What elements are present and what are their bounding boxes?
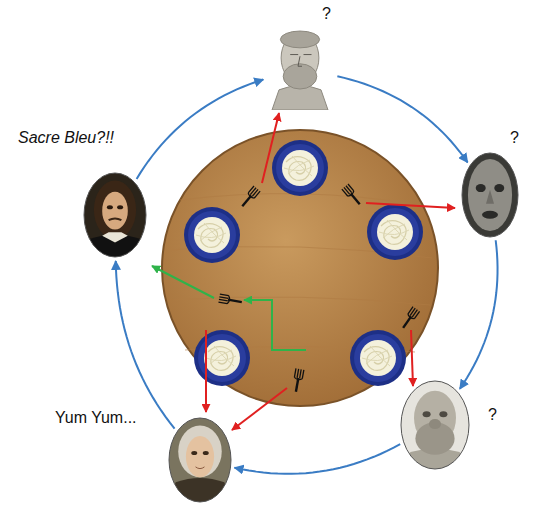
portrait-part [168,478,232,503]
spaghetti-plate [367,204,423,260]
fork-arrow [366,203,455,208]
portrait-part [196,467,205,469]
portrait-part [191,451,197,455]
portrait-part [290,55,311,67]
portrait-frame [462,153,518,237]
fork-arrow [152,266,214,298]
portrait-part [468,159,512,231]
fork-arrow [152,113,455,430]
portrait-part [109,218,122,220]
portrait-part [280,31,319,48]
portrait-part [439,411,447,417]
speech-text: Yum Yum... [55,408,137,427]
turn-arrow [337,76,467,162]
portrait-part [486,190,494,204]
philosopher-portrait: ? [461,152,519,238]
portrait-frame [401,381,469,469]
portrait-part [178,426,222,478]
portrait-part [423,411,431,417]
philosopher-portrait: ? [400,380,470,470]
portrait-oval [401,381,469,469]
portrait-part [107,205,113,209]
portrait-part [429,419,441,429]
turn-arrow [234,444,400,474]
spaghetti-plate [272,140,328,196]
philosopher-portrait: ? [265,26,335,110]
portrait-figure [168,426,232,503]
fork-arrow [262,113,279,183]
turn-arrow [137,80,264,179]
fork-arrow [244,300,306,350]
portrait-image [400,380,470,470]
philosopher-portrait: Sacre Bleu?!! [83,172,147,258]
portrait-part [117,205,123,209]
table-top [162,130,438,406]
portrait-oval [84,173,146,257]
portrait-part [283,64,317,89]
fork [292,368,304,392]
wood-grain [170,297,430,305]
speech-text: ? [322,4,331,23]
portrait-frame [169,418,231,502]
speech-text: ? [510,128,519,147]
fork [218,294,242,306]
portrait-oval [462,153,518,237]
fork [218,184,419,393]
bust-figure [272,31,328,110]
portrait-image [168,417,232,503]
spaghetti-plate [350,330,406,386]
portrait-part [203,451,209,455]
portrait-part [186,436,214,477]
portrait-part [482,211,498,219]
fork-arrow [205,330,207,412]
portrait-part [94,181,136,239]
spaghetti-plate [194,330,250,386]
fork [239,186,260,209]
portrait-figure [83,181,147,258]
portrait-part [102,232,128,242]
portrait-part [494,184,504,192]
portrait-part [102,192,128,230]
turn-arrow [460,240,498,389]
portrait-image [83,172,147,258]
wood-grain [168,194,432,352]
speech-text: Sacre Bleu?!! [18,128,114,147]
portrait-image [461,152,519,238]
speech-text: ? [488,405,497,424]
portrait-figure [400,391,470,470]
philosopher-portrait: Yum Yum... [168,417,232,503]
portrait-image [265,26,335,110]
portrait-figure [468,159,512,231]
fork-arrow [232,388,287,430]
portrait-oval [169,418,231,502]
fork [342,184,363,207]
turn-arrow [116,261,175,429]
fork [400,307,420,330]
spaghetti-plate [184,207,240,263]
portrait-part [476,184,486,192]
portrait-frame [84,173,146,257]
fork-arrow [411,330,413,386]
spaghetti-plate [184,140,423,386]
